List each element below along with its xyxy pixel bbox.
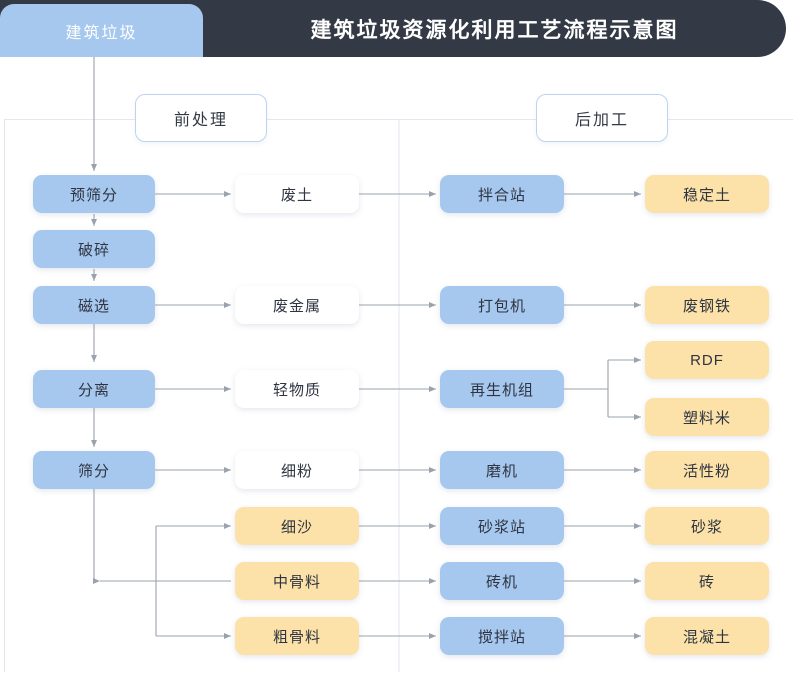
- node-product-stabilized-soil[interactable]: 稳定土: [645, 175, 769, 213]
- node-product-plastic-pellets[interactable]: 塑料米: [645, 398, 769, 436]
- node-equipment-mortar-station[interactable]: 砂浆站: [440, 507, 564, 545]
- node-equipment-mixing-station[interactable]: 拌合站: [440, 175, 564, 213]
- page-title: 建筑垃圾资源化利用工艺流程示意图: [310, 18, 679, 42]
- node-product-scrap-steel[interactable]: 废钢铁: [645, 286, 769, 324]
- node-product-rdf[interactable]: RDF: [645, 341, 769, 379]
- node-material-waste-metal[interactable]: 废金属: [235, 286, 359, 324]
- node-equipment-recycling-unit[interactable]: 再生机组: [440, 370, 564, 408]
- section-chip-pre-processing: 前处理: [135, 94, 267, 142]
- node-equipment-brick-machine[interactable]: 砖机: [440, 562, 564, 600]
- node-process-magnetic-separation[interactable]: 磁选: [33, 286, 155, 324]
- section-chip-post-processing: 后加工: [536, 94, 668, 142]
- node-material-fine-powder[interactable]: 细粉: [235, 451, 359, 489]
- node-product-active-powder[interactable]: 活性粉: [645, 451, 769, 489]
- node-product-concrete[interactable]: 混凝土: [645, 617, 769, 655]
- node-process-screening[interactable]: 筛分: [33, 451, 155, 489]
- node-material-fine-sand[interactable]: 细沙: [235, 507, 359, 545]
- node-process-pre-screening[interactable]: 预筛分: [33, 175, 155, 213]
- node-material-coarse-aggregate[interactable]: 粗骨料: [235, 617, 359, 655]
- node-process-separation[interactable]: 分离: [33, 370, 155, 408]
- node-product-mortar[interactable]: 砂浆: [645, 507, 769, 545]
- node-material-medium-aggregate[interactable]: 中骨料: [235, 562, 359, 600]
- node-product-brick[interactable]: 砖: [645, 562, 769, 600]
- node-material-light-matter[interactable]: 轻物质: [235, 370, 359, 408]
- node-equipment-concrete-mixing-station[interactable]: 搅拌站: [440, 617, 564, 655]
- node-equipment-grinder[interactable]: 磨机: [440, 451, 564, 489]
- header-tab-construction-waste[interactable]: 建筑垃圾: [0, 4, 203, 57]
- node-material-waste-soil[interactable]: 废土: [235, 175, 359, 213]
- node-process-crushing[interactable]: 破碎: [33, 230, 155, 268]
- node-equipment-baler[interactable]: 打包机: [440, 286, 564, 324]
